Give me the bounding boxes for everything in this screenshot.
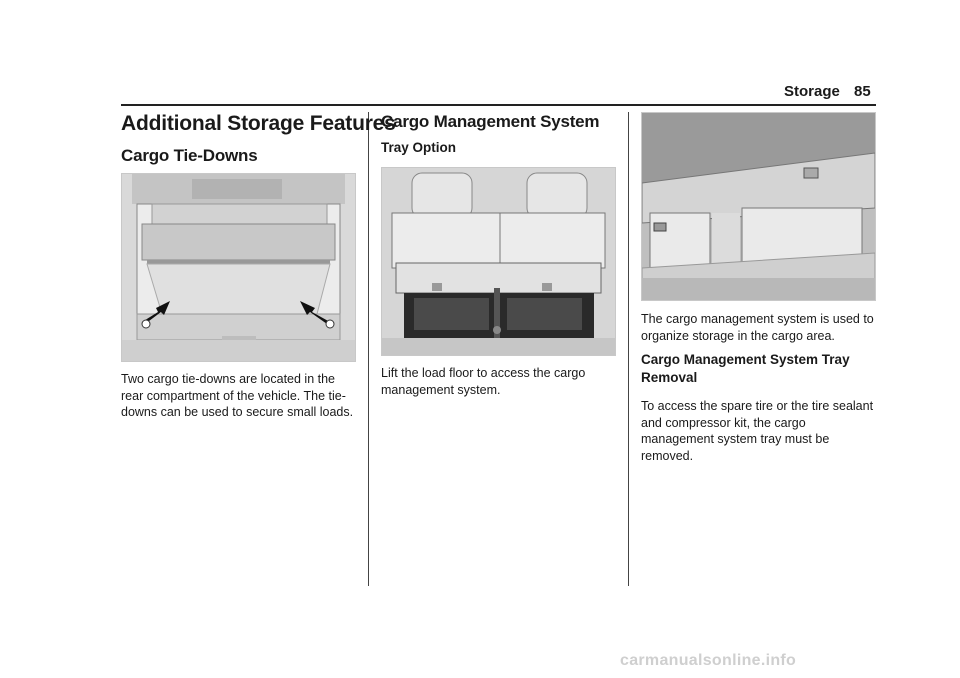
subsection-title-tie-downs: Cargo Tie-Downs [121,146,258,165]
cargo-tie-downs-illustration [121,173,356,362]
footer-watermark: carmanualsonline.info [620,652,797,669]
cms-intro-body-text: The cargo management system is used to o… [641,312,874,343]
tie-downs-body-text: Two cargo tie-downs are located in the r… [121,372,354,419]
section-title: Additional Storage Features [121,112,396,135]
header-rule [121,104,876,106]
column-divider-2 [628,112,629,586]
tray-option-subtitle: Tray Option [381,140,457,155]
tray-removal-body-text: To access the spare tire or the tire sea… [641,399,874,463]
column-divider-1 [368,112,369,586]
running-header-section: Storage [784,83,840,100]
tray-option-illustration [381,167,616,356]
page-number: 85 [854,83,871,100]
tray-option-body-text: Lift the load floor to access the cargo … [381,366,586,397]
cargo-management-system-illustration [641,112,876,301]
cargo-management-title: Cargo Management System [381,112,600,131]
tray-removal-subtitle: Cargo Management System Tray Removal [641,352,850,385]
